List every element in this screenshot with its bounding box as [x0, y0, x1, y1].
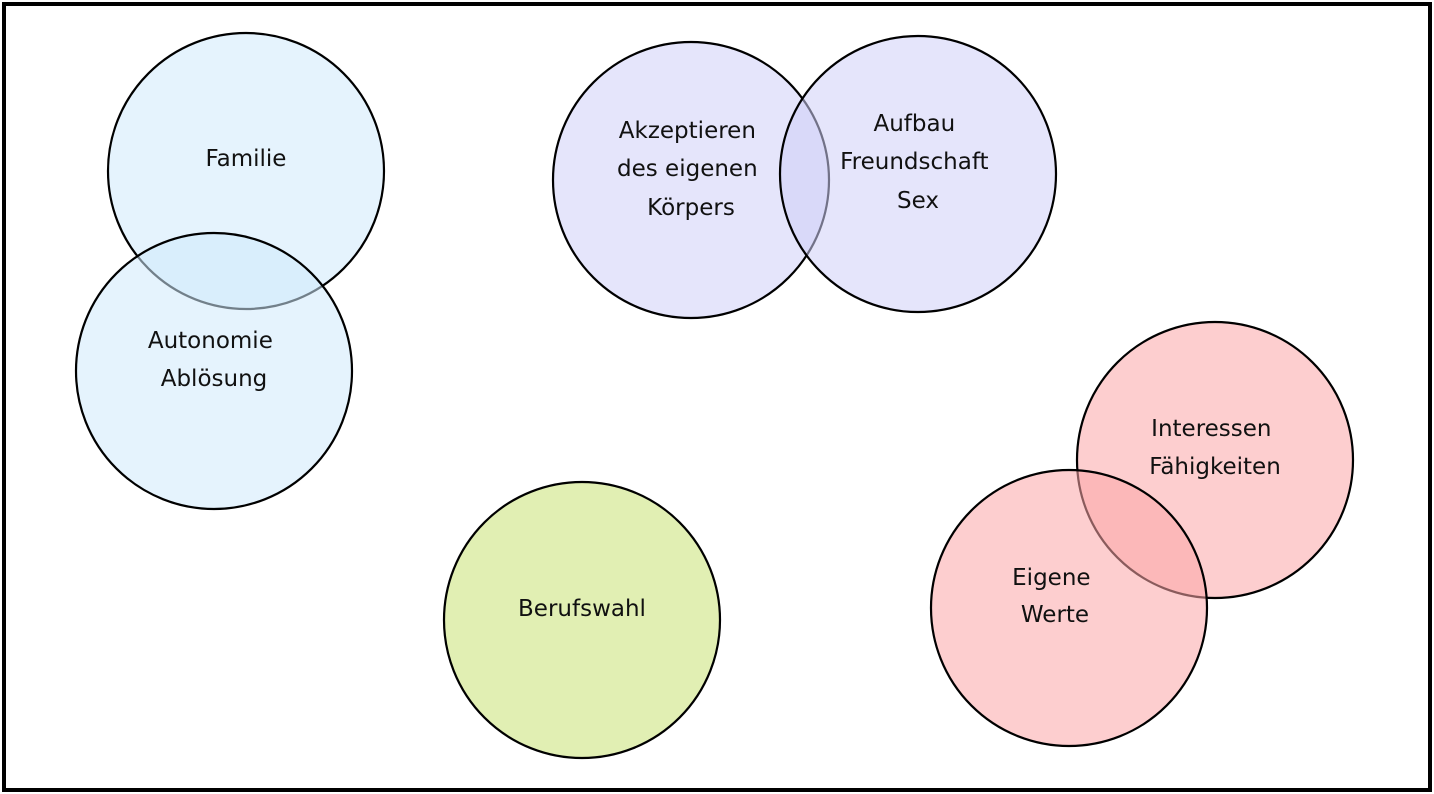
bubble-freundschaft-label: Aufbau Freundschaft Sex: [840, 111, 996, 214]
bubble-autonomie-circle: [74, 231, 354, 511]
bubble-familie-label: Familie: [206, 146, 287, 172]
bubble-werte-label: Eigene Werte: [1012, 565, 1098, 628]
bubble-berufswahl: Berufswahl: [442, 480, 722, 760]
bubble-freundschaft: Aufbau Freundschaft Sex: [778, 34, 1058, 314]
bubble-berufswahl-label: Berufswahl: [518, 596, 646, 622]
bubble-interessen-label: Interessen Fähigkeiten: [1149, 416, 1281, 480]
bubble-koerper-label: Akzeptieren des eigenen Körpers: [617, 118, 765, 221]
bubble-berufswahl-circle: [442, 480, 722, 760]
bubble-freundschaft-circle: [778, 34, 1058, 314]
bubble-koerper: Akzeptieren des eigenen Körpers: [551, 40, 831, 320]
bubble-werte-circle: [929, 468, 1209, 748]
bubble-autonomie-label: Autonomie Ablösung: [148, 328, 280, 392]
bubble-autonomie: Autonomie Ablösung: [74, 231, 354, 511]
bubble-werte: Eigene Werte: [929, 468, 1209, 748]
